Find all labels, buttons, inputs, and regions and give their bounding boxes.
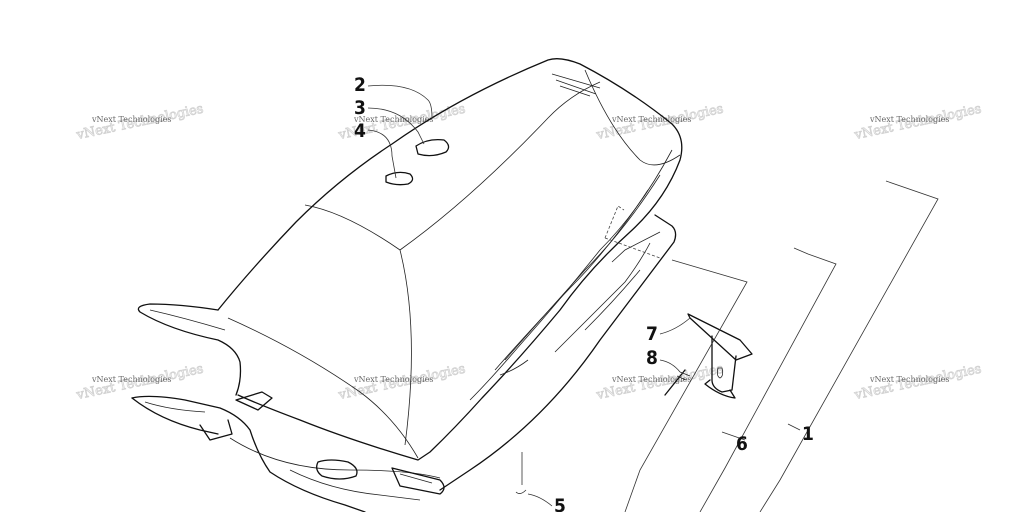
callout-7: 7: [646, 323, 658, 345]
seat-cover: [137, 58, 683, 461]
callout-6: 6: [736, 433, 748, 455]
watermark-8: vNext Technologies vNext Technologies: [852, 361, 983, 404]
watermark-text: vNext Technologies: [91, 115, 171, 124]
watermark-text: vNext Technologies: [869, 375, 949, 384]
callout-1: 1: [802, 423, 814, 445]
callout-leaders: [367, 84, 801, 507]
decal-patch-3: [415, 138, 450, 157]
assembly-bracket-lines: [624, 180, 939, 512]
callout-5: 5: [554, 495, 566, 512]
watermark-6: vNext Technologies vNext Technologies: [336, 361, 467, 404]
callout-2: 2: [354, 74, 366, 96]
watermark-3: vNext Technologies vNext Technologies: [594, 101, 725, 144]
callout-3: 3: [354, 97, 366, 119]
watermark-7: vNext Technologies vNext Technologies: [594, 361, 725, 404]
watermark-text: vNext Technologies: [611, 115, 691, 124]
screw-part-8: [664, 369, 691, 396]
callout-8: 8: [646, 347, 658, 369]
callout-4: 4: [354, 120, 366, 142]
watermark-4: vNext Technologies vNext Technologies: [852, 101, 983, 144]
decal-patch-4: [385, 171, 414, 186]
watermark-text: vNext Technologies: [353, 375, 433, 384]
watermark-text: vNext Technologies: [91, 375, 171, 384]
watermark-text: vNext Technologies: [353, 115, 433, 124]
watermark-text: vNext Technologies: [611, 375, 691, 384]
watermark-text: vNext Technologies: [869, 115, 949, 124]
bracket-part-7: [687, 313, 753, 399]
watermark-1: vNext Technologies vNext Technologies: [74, 101, 205, 144]
seat-base: [131, 214, 677, 512]
watermark-5: vNext Technologies vNext Technologies: [74, 361, 205, 404]
